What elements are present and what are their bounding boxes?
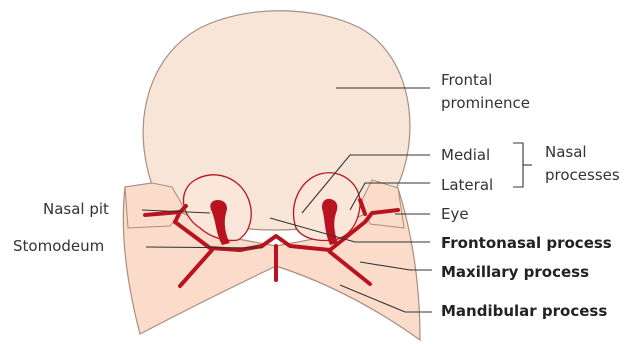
label-lateral: Lateral [441, 176, 493, 194]
label-mandibular-process: Mandibular process [441, 302, 607, 320]
label-frontal-line1: Frontal [441, 71, 492, 89]
label-frontonasal-process: Frontonasal process [441, 234, 612, 252]
label-stomodeum: Stomodeum [13, 237, 104, 255]
label-frontal-line2: prominence [441, 94, 530, 112]
label-nasal-processes-line1: Nasal [545, 143, 587, 161]
label-nasal-pit: Nasal pit [43, 200, 109, 218]
label-maxillary-process: Maxillary process [441, 263, 589, 281]
label-nasal-processes-line2: processes [545, 166, 620, 184]
label-eye: Eye [441, 205, 469, 223]
label-medial: Medial [441, 146, 490, 164]
